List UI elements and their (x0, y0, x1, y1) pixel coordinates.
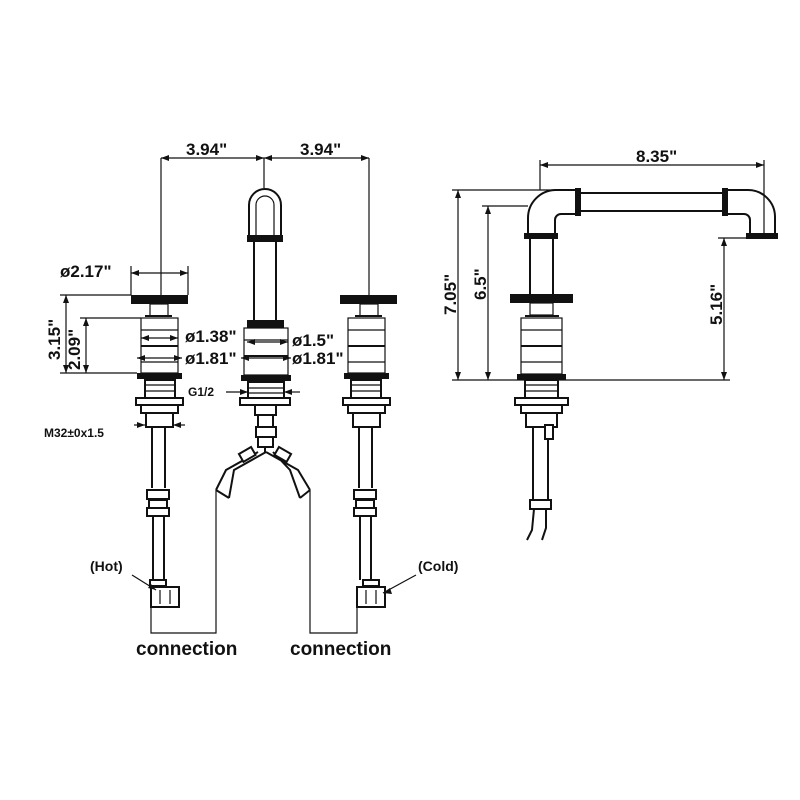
left-hose-nut (150, 586, 180, 608)
left-deck-flange (137, 373, 182, 379)
connection-label-right: connection (290, 639, 391, 660)
dim-body-height: 2.09" (65, 329, 84, 370)
dim-spacing-left: 3.94" (186, 140, 227, 159)
thread-g-label: G1/2 (188, 385, 214, 399)
dim-spout-reach: 8.35" (636, 147, 677, 166)
dim-diam-left-top: ø1.38" (185, 327, 237, 346)
connection-label-left: connection (136, 639, 237, 660)
dim-diam-left-bottom: ø1.81" (185, 349, 237, 368)
thread-m-label: M32±0x1.5 (44, 426, 104, 440)
connection-lines (150, 490, 358, 634)
left-cross-handle (131, 295, 188, 304)
cold-label: (Cold) (418, 558, 458, 574)
front-dimensions (60, 155, 417, 594)
center-spout (215, 188, 311, 499)
hot-label: (Hot) (90, 558, 123, 574)
dim-spout-outlet-height: 5.16" (707, 284, 726, 325)
dim-diam-right-top: ø1.5" (292, 331, 334, 350)
dim-handle-width: ø2.17" (60, 262, 112, 281)
left-handle-stem (149, 303, 169, 317)
side-handle (510, 294, 573, 303)
left-handle-valve (131, 295, 188, 608)
side-dimensions (452, 160, 765, 381)
dim-spacing-right: 3.94" (300, 140, 341, 159)
dim-diam-right-bottom: ø1.81" (292, 349, 344, 368)
dim-handle-height: 3.15" (45, 319, 64, 360)
right-handle-valve (340, 295, 397, 608)
dim-total-height: 7.05" (441, 274, 460, 315)
dim-handle-level: 6.5" (471, 268, 490, 300)
right-cross-handle (340, 295, 397, 304)
right-hose-nut (356, 586, 386, 608)
side-view-faucet (510, 188, 778, 541)
